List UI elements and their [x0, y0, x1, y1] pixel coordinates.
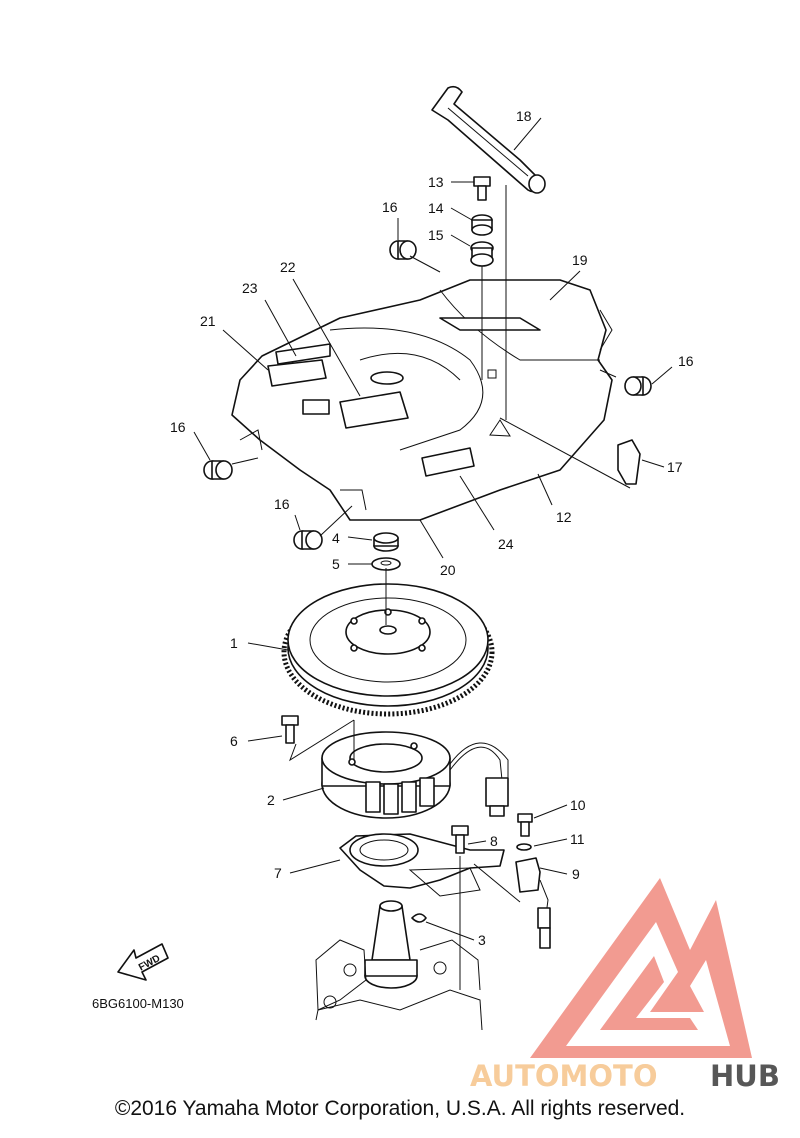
nut-part-4	[373, 532, 399, 552]
callout-5: 5	[332, 556, 340, 572]
grommet-part-16-d	[293, 530, 323, 550]
callout-17: 17	[667, 459, 683, 475]
callout-7: 7	[274, 865, 282, 881]
callout-9: 9	[572, 866, 580, 882]
callout-16-d: 16	[274, 496, 290, 512]
callout-19: 19	[572, 252, 588, 268]
key-part-3	[411, 913, 427, 923]
bolt-part-6	[281, 715, 299, 744]
callout-16-a: 16	[382, 199, 398, 215]
bolt-part-8	[451, 825, 469, 854]
callout-20: 20	[440, 562, 456, 578]
callout-1: 1	[230, 635, 238, 651]
callout-6: 6	[230, 733, 238, 749]
callout-18: 18	[516, 108, 532, 124]
callout-labels: 1 2 3 4 5 6 7 8 9 10 11 12 13 14 15 16 1…	[170, 108, 694, 948]
clip-part-17	[617, 439, 641, 485]
callout-10: 10	[570, 797, 586, 813]
grommet-part-15	[470, 241, 494, 267]
grommet-part-16-c	[203, 460, 233, 480]
callout-8: 8	[490, 833, 498, 849]
callout-23: 23	[242, 280, 258, 296]
grommet-part-16-a	[389, 240, 417, 260]
callout-13: 13	[428, 174, 444, 190]
crankshaft	[364, 900, 418, 989]
callout-24: 24	[498, 536, 514, 552]
automotohub-logo: AUTOMOTO HUB	[470, 878, 780, 1093]
callout-16-c: 16	[170, 419, 186, 435]
stator-part-2	[321, 731, 509, 819]
callout-4: 4	[332, 530, 340, 546]
bolt-part-10	[517, 813, 533, 837]
bolt-part-13	[473, 176, 491, 201]
base-plate-part-7	[339, 833, 505, 897]
washer-part-11	[516, 843, 532, 851]
callout-14: 14	[428, 200, 444, 216]
grommet-part-16-b	[624, 376, 652, 396]
callout-16-b: 16	[678, 353, 694, 369]
washer-part-14	[471, 214, 493, 236]
callout-12: 12	[556, 509, 572, 525]
coil-part-9	[515, 857, 551, 949]
callout-15: 15	[428, 227, 444, 243]
hose-part-18	[431, 85, 546, 194]
drawing-code: 6BG6100-M130	[92, 996, 184, 1011]
callout-11: 11	[570, 831, 585, 847]
logo-text-automoto: AUTOMOTO	[470, 1059, 657, 1093]
logo-text-hub: HUB	[710, 1059, 780, 1093]
flywheel-part-1	[281, 583, 495, 717]
callout-22: 22	[280, 259, 296, 275]
callout-2: 2	[267, 792, 275, 808]
callout-21: 21	[200, 313, 216, 329]
callout-3: 3	[478, 932, 486, 948]
fwd-arrow-icon	[117, 943, 169, 981]
leader-lines	[193, 117, 673, 990]
copyright-footer: ©2016 Yamaha Motor Corporation, U.S.A. A…	[114, 1097, 686, 1120]
flywheel-cover-part-12	[231, 279, 613, 521]
engine-block	[315, 939, 483, 1031]
